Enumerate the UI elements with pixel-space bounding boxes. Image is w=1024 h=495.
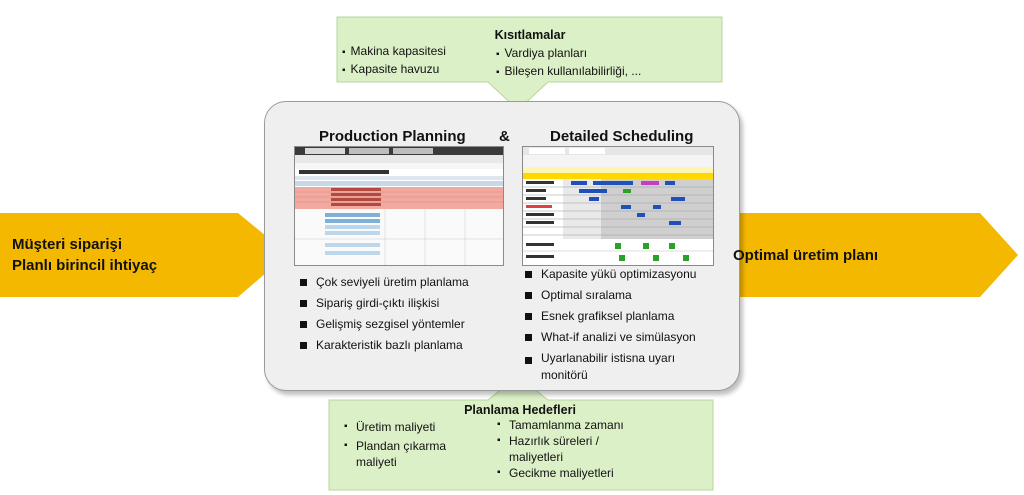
constraint-item: Kapasite havuzu	[342, 61, 446, 79]
feature-item: What-if analizi ve simülasyon	[525, 327, 725, 348]
feature-item: Optimal sıralama	[525, 285, 725, 306]
input-line-1: Müşteri siparişi	[12, 236, 123, 253]
gantt-chart-image	[523, 147, 713, 265]
goal-item: Hazırlık süreleri / maliyetleri	[497, 433, 629, 465]
constraint-item: Vardiya planları	[496, 45, 641, 63]
production-planning-features: Çok seviyeli üretim planlama Sipariş gir…	[300, 272, 510, 356]
goal-item: Gecikme maliyetleri	[497, 465, 647, 481]
feature-item: Gelişmiş sezgisel yöntemler	[300, 314, 510, 335]
feature-item: Sipariş girdi-çıktı ilişkisi	[300, 293, 510, 314]
production-planning-screenshot	[294, 146, 504, 266]
goals-right-list: Tamamlanma zamanı Hazırlık süreleri / ma…	[497, 417, 647, 481]
constraint-item: Bileşen kullanılabilirliği, ...	[496, 63, 642, 81]
output-arrow-label: Optimal üretim planı	[733, 247, 879, 264]
goals-left-list: Üretim maliyeti Plandan çıkarma maliyeti	[344, 419, 494, 470]
feature-item: Kapasite yükü optimizasyonu	[525, 264, 725, 285]
constraint-item: Makina kapasitesi	[342, 43, 446, 61]
constraints-right-list: Vardiya planları Bileşen kullanılabilirl…	[496, 45, 642, 81]
production-planning-title: Production Planning	[319, 128, 466, 145]
goal-item: Tamamlanma zamanı	[497, 417, 647, 433]
goals-title: Planlama Hedefleri	[464, 403, 576, 417]
input-arrow	[0, 213, 288, 297]
goal-item: Plandan çıkarma maliyeti	[344, 438, 476, 470]
input-arrow-label: Müşteri siparişi Planlı birincil ihtiyaç	[12, 234, 157, 276]
detailed-scheduling-screenshot	[522, 146, 714, 266]
planning-table-image	[295, 147, 503, 265]
constraints-title: Kısıtlamalar	[494, 28, 566, 42]
feature-item: Çok seviyeli üretim planlama	[300, 272, 510, 293]
feature-item: Karakteristik bazlı planlama	[300, 335, 510, 356]
ampersand: &	[499, 128, 510, 145]
detailed-scheduling-features: Kapasite yükü optimizasyonu Optimal sıra…	[525, 264, 725, 384]
input-line-2: Planlı birincil ihtiyaç	[12, 257, 158, 274]
feature-item: Esnek grafiksel planlama	[525, 306, 725, 327]
goal-item: Üretim maliyeti	[344, 419, 494, 435]
output-arrow	[728, 213, 1018, 297]
constraints-left-list: Makina kapasitesi Kapasite havuzu	[342, 43, 446, 79]
feature-item: Uyarlanabilir istisna uyarı monitörü	[525, 350, 725, 384]
detailed-scheduling-title: Detailed Scheduling	[550, 128, 694, 145]
